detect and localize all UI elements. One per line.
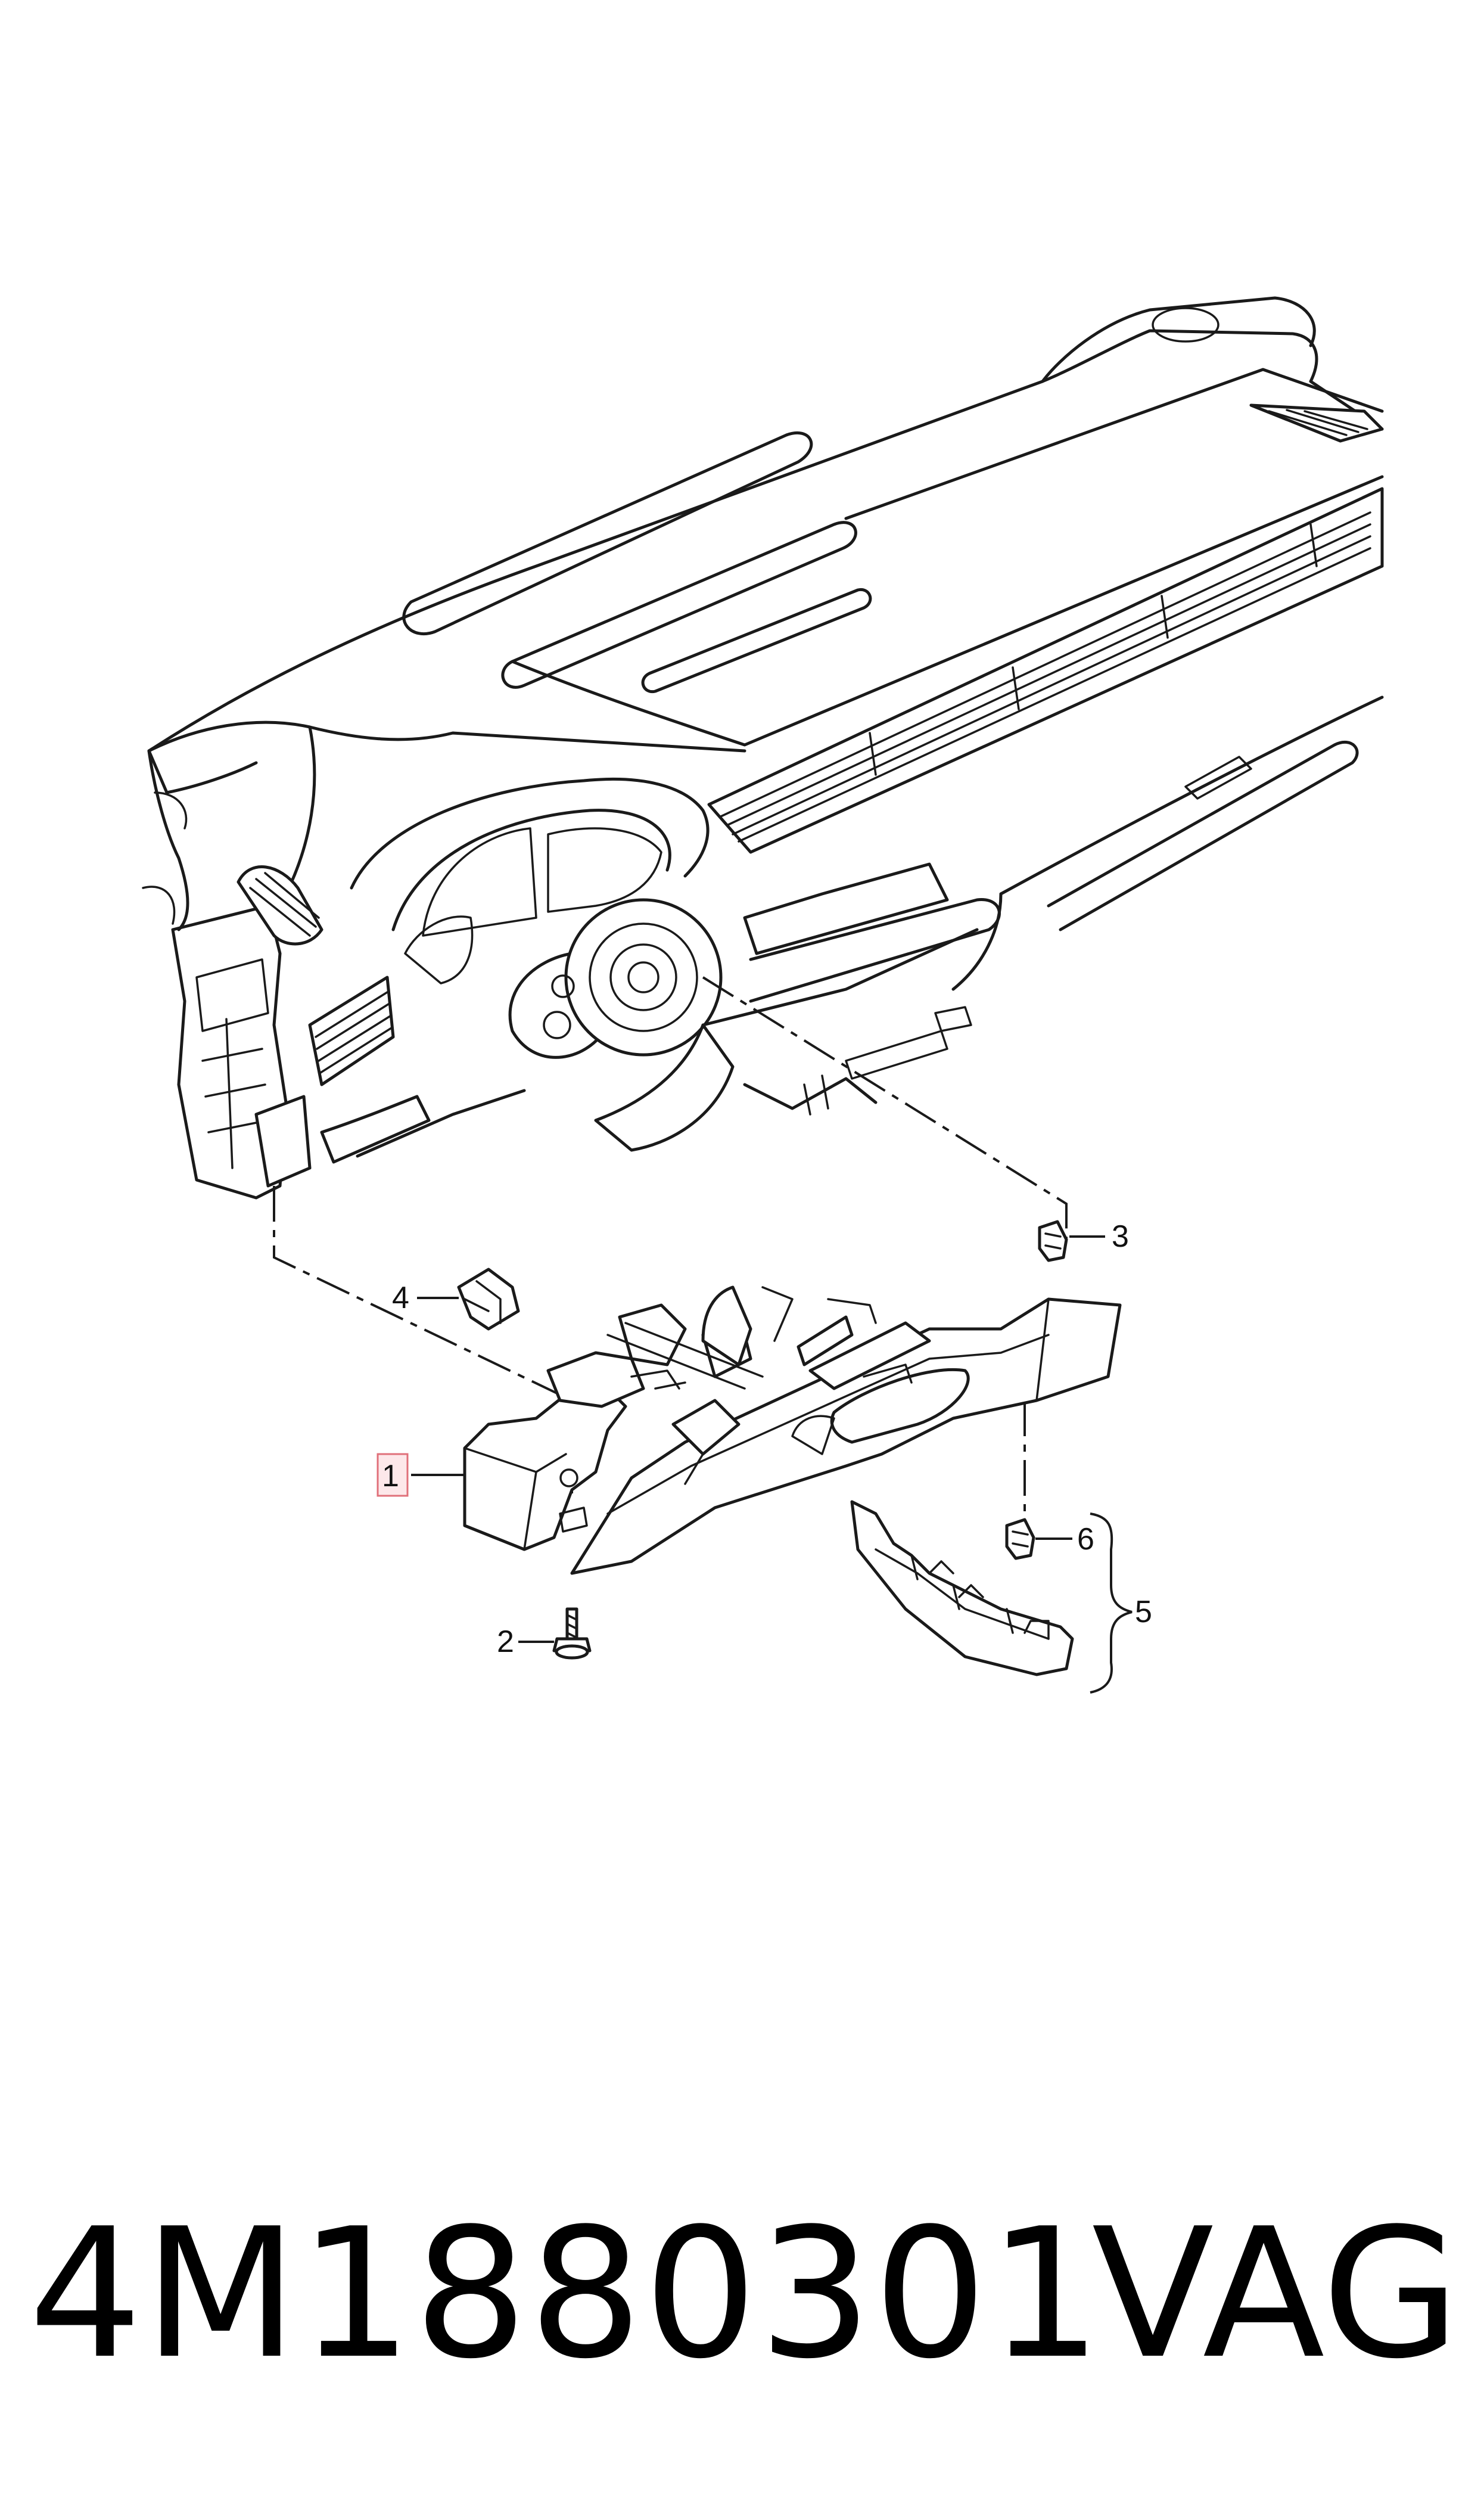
clip-bracket-part-4 [457,1268,520,1331]
footer: 4M1880301 VAG [0,2169,1484,2419]
callout-3-label: 3 [1112,1219,1129,1254]
knee-trim-panel [463,1285,1122,1575]
callout-1-label: 1 [382,1459,399,1493]
exploded-parts-diagram: 1 2 3 4 5 6 [142,296,1384,1694]
assembly-guide-lines [273,976,1068,1526]
trim-cover-part-5 [850,1500,1074,1676]
brand-label: VAG [1091,2190,1460,2398]
callouts: 1 2 3 4 5 6 [377,1219,1152,1659]
diagram-svg: 1 2 3 4 5 6 [142,296,1384,1694]
group-brace [1090,1512,1133,1694]
dashboard-assembly [142,296,1384,1200]
callout-5-label: 5 [1135,1595,1152,1629]
callout-2-label: 2 [497,1625,514,1659]
clip-part-6 [1005,1518,1035,1560]
callout-4-label: 4 [392,1281,409,1315]
callout-1-highlight [377,1453,409,1497]
screw-part-2 [552,1607,592,1660]
clip-part-3 [1038,1220,1068,1262]
callout-6-label: 6 [1077,1522,1094,1557]
part-number: 4M1880301 [29,2190,1103,2398]
